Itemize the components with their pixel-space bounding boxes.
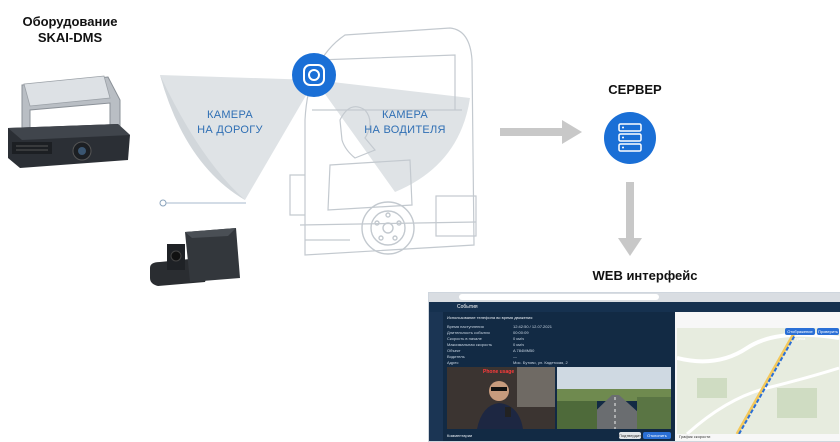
web-sidebar (429, 312, 443, 441)
check-button[interactable]: Проверить (817, 328, 839, 335)
event-field-label: Время наступления (447, 324, 484, 329)
speed-chart-label: График скорости (679, 434, 711, 439)
driver-camera-device (150, 228, 240, 286)
map-view[interactable] (677, 328, 839, 434)
driver-camera-label: КАМЕРА НА ВОДИТЕЛЯ (355, 108, 455, 138)
web-interface-screenshot: События Использование телефона во время … (428, 292, 840, 442)
comments-label: Комментарии (447, 433, 473, 438)
event-panel: Использование телефона во время движения… (443, 312, 675, 441)
event-fields: Время наступления Длительность события С… (447, 324, 492, 366)
web-nav-title: События (457, 304, 478, 310)
device-title-line1: Оборудование (22, 14, 118, 29)
show-track-button[interactable]: Отображение трека (785, 328, 815, 341)
driver-camera-label-line1: КАМЕРА (382, 109, 428, 121)
road-video-frame[interactable] (557, 367, 671, 429)
event-field-value: 12:42:50 / 12.07.2021 (513, 324, 552, 329)
truck-wheel (361, 201, 415, 255)
event-field-value: A 784MM50 (513, 348, 535, 353)
driver-camera-fan (315, 80, 470, 192)
road-camera-label-line1: КАМЕРА (207, 109, 253, 121)
server-title: СЕРВЕР (608, 82, 662, 97)
event-field-value: 0 км/ч (513, 342, 525, 347)
server-icon (604, 112, 656, 164)
reject-button[interactable]: Отклонить (643, 432, 671, 439)
web-interface-title: WEB интерфейс (592, 268, 698, 283)
event-field-label: Длительность события (447, 330, 490, 335)
road-camera-label-line2: НА ДОРОГУ (197, 124, 263, 136)
browser-tabbar (429, 293, 840, 302)
camera-icon (303, 64, 325, 86)
event-field-value: 00:00:09 (513, 330, 529, 335)
arrow-to-web (618, 182, 642, 256)
browser-url-bar (459, 294, 659, 300)
device-title-line2: SKAI-DMS (37, 30, 103, 45)
map-panel: Отображение трека Проверить График скоро… (675, 312, 840, 441)
event-field-label: Скорость в начале (447, 336, 482, 341)
device-title: Оборудование SKAI-DMS (0, 14, 140, 46)
camera-badge (292, 53, 336, 97)
arrow-to-server (500, 120, 582, 144)
phone-usage-overlay: Phone usage (483, 369, 515, 375)
driver-video-frame[interactable]: Phone usage (447, 367, 555, 429)
confirm-button[interactable]: Подтвердить (619, 432, 644, 439)
road-camera-label: КАМЕРА НА ДОРОГУ (185, 108, 275, 138)
event-field-label: Адрес (447, 360, 459, 365)
event-field-label: Водитель (447, 354, 465, 359)
event-field-value: Mос. Бутово, ул. Кадетская, 2 (513, 360, 568, 365)
event-values: 12:42:50 / 12.07.2021 00:00:09 0 км/ч 0 … (513, 324, 568, 366)
event-field-value: — (513, 354, 517, 359)
skai-dms-device (8, 75, 130, 168)
event-heading: Использование телефона во время движения (447, 315, 533, 320)
connector-dot (159, 199, 167, 207)
driver-camera-label-line2: НА ВОДИТЕЛЯ (364, 124, 446, 136)
road-camera-fan (160, 75, 315, 200)
driver-silhouette (339, 106, 376, 159)
web-navbar (429, 302, 840, 312)
event-field-value: 0 км/ч (513, 336, 525, 341)
event-field-label: Максимальная скорость (447, 342, 493, 347)
event-field-label: Объект (447, 348, 461, 353)
